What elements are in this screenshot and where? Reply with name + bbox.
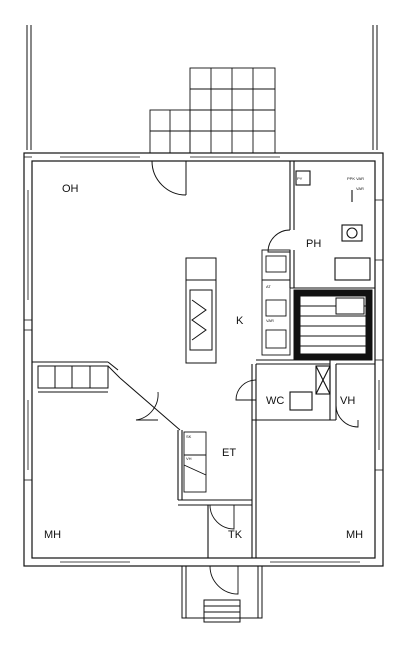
entrance-canopy (181, 565, 263, 623)
room-label-k: K (236, 315, 244, 327)
mark-var: VAR (356, 186, 364, 191)
terrace-door (151, 160, 187, 196)
bathroom-walls (289, 161, 375, 289)
bathroom-door (267, 229, 291, 253)
wardrobes (37, 365, 181, 431)
bedroom-door-left (135, 391, 159, 421)
mark-sk: SK (186, 434, 192, 439)
room-label-oh: OH (62, 183, 79, 195)
mark-at: AT (266, 284, 271, 289)
room-label-mh-right: MH (346, 529, 363, 541)
mark-var2: VAR (266, 318, 274, 323)
room-label-mh-left: MH (44, 529, 61, 541)
mark-ppk: PPK VAR (347, 176, 364, 181)
room-label-tk: TK (228, 529, 243, 541)
wc-door (235, 379, 257, 401)
sauna (293, 289, 373, 361)
entrance-door (209, 565, 239, 595)
mark-vh: VH (186, 456, 192, 461)
tk-door (209, 504, 235, 530)
interior-walls (32, 361, 257, 558)
wc-walls (251, 359, 375, 421)
kitchen-counter (261, 249, 291, 356)
windows (27, 156, 380, 563)
room-label-ph: PH (306, 238, 321, 250)
kitchen-island (185, 257, 217, 364)
room-label-vh: VH (340, 395, 355, 407)
entry-closet (183, 431, 207, 493)
room-label-et: ET (222, 447, 236, 459)
vh-door (335, 404, 359, 428)
mark-py: PY (297, 176, 303, 181)
terrace-paving (149, 67, 276, 154)
room-label-wc: WC (266, 395, 284, 407)
